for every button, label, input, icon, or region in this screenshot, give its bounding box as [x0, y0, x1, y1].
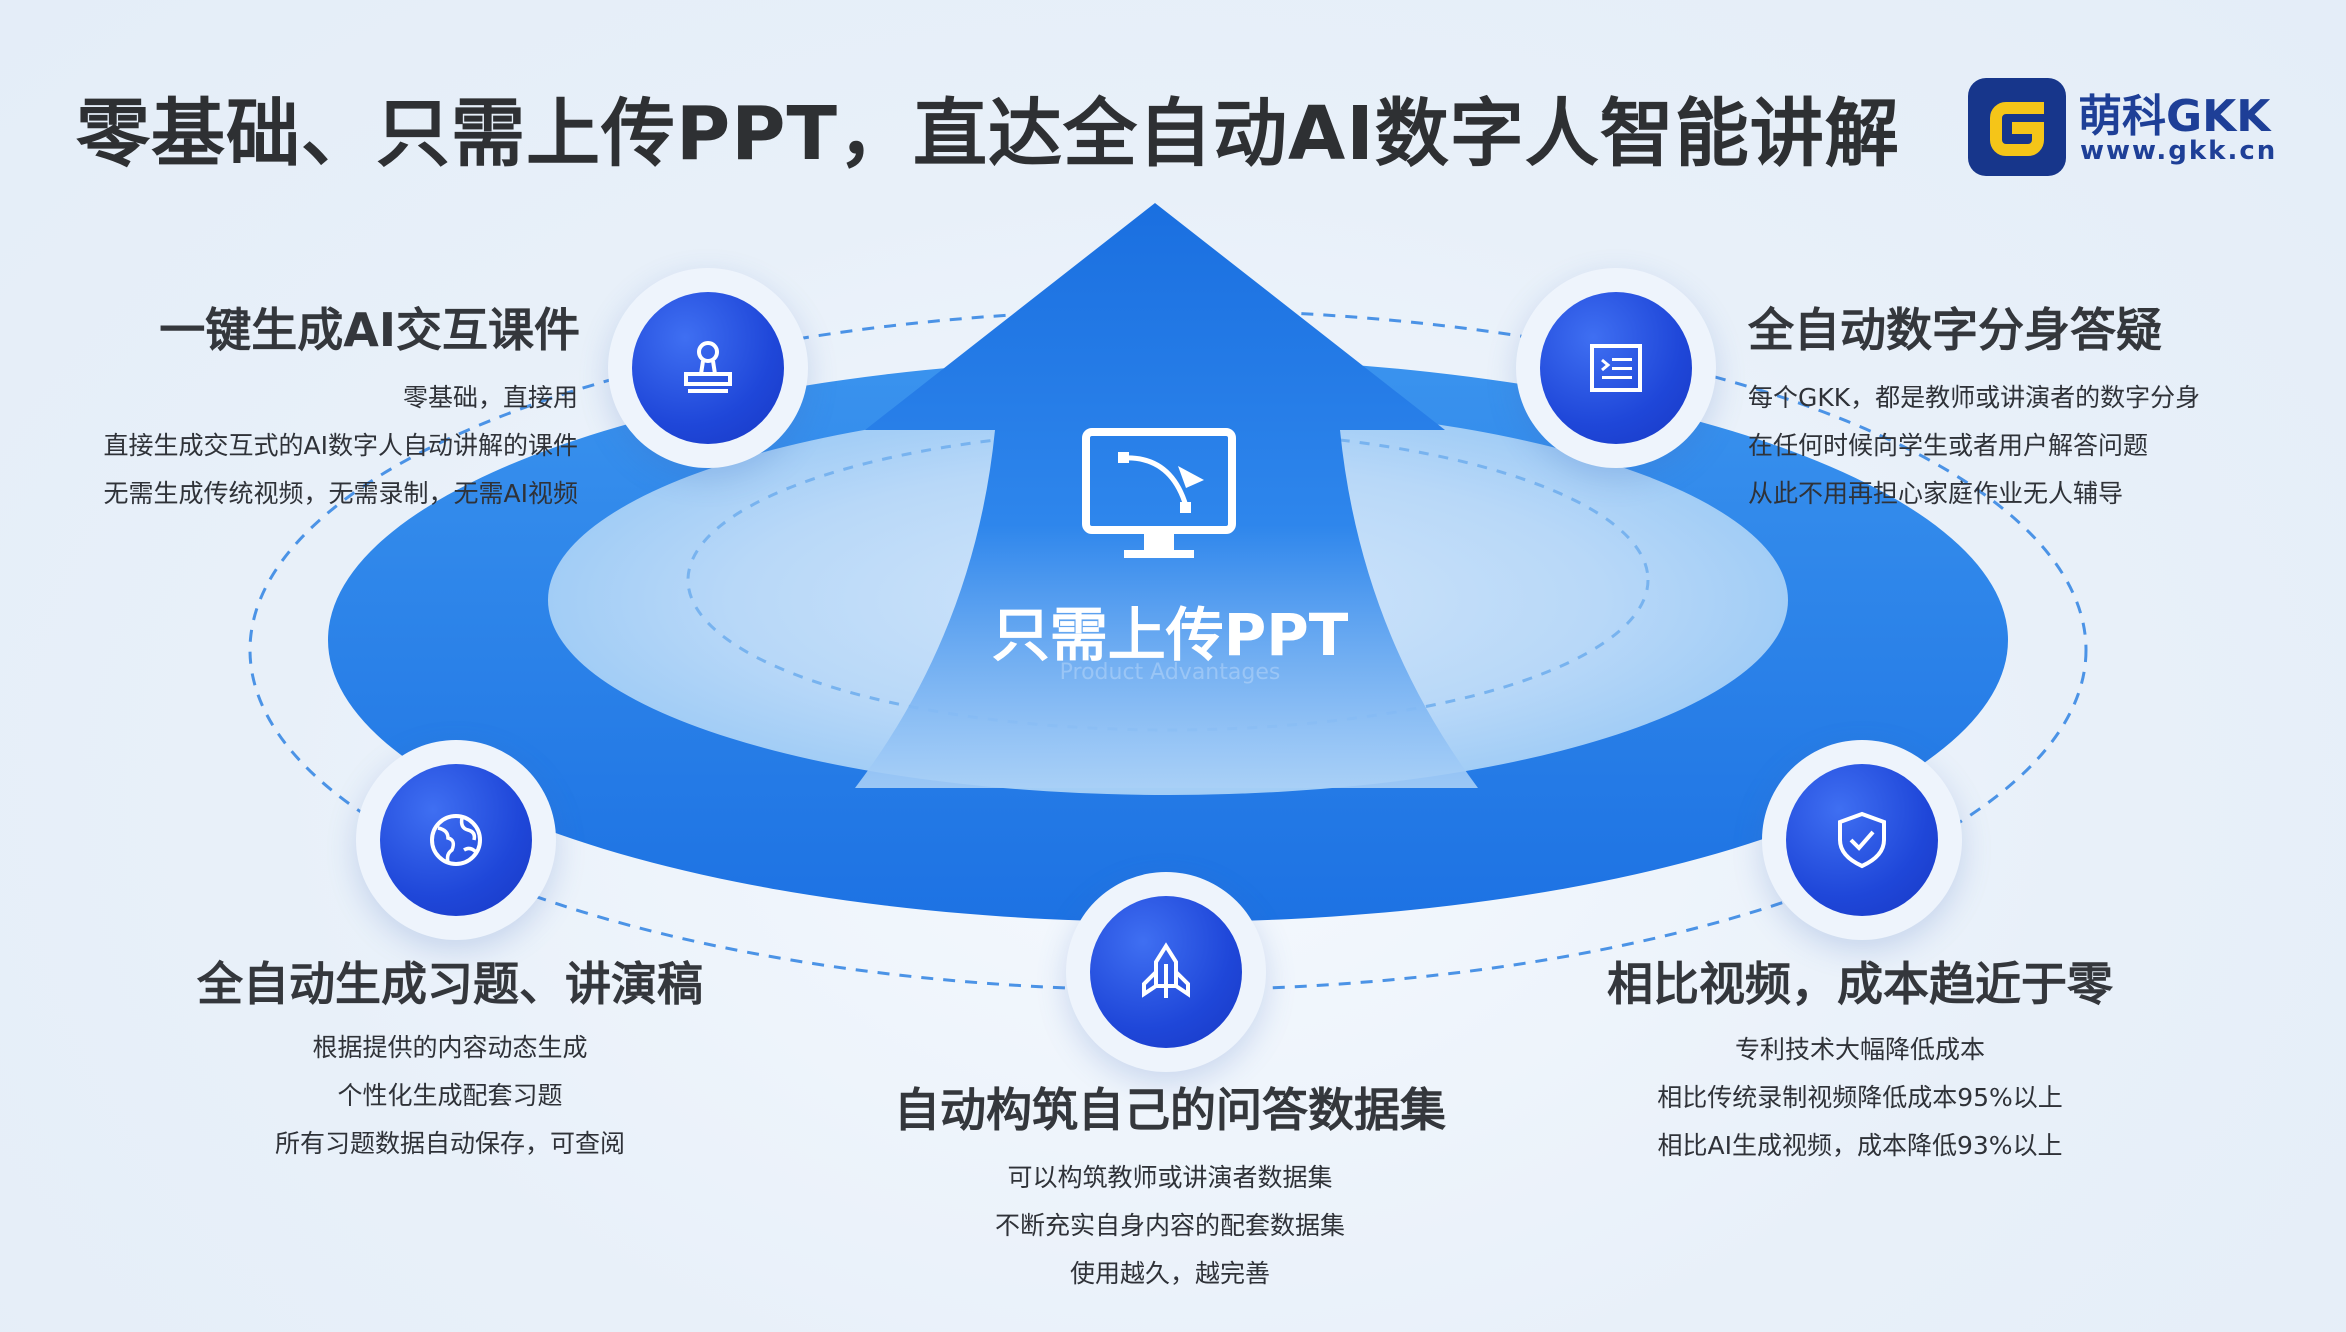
courseware-line-3: 无需生成传统视频，无需录制，无需AI视频: [103, 479, 578, 508]
cost-line-2: 相比传统录制视频降低成本95%以上: [1657, 1083, 2063, 1112]
logo-url: www.gkk.cn: [2080, 136, 2278, 166]
exercises-line-3: 所有习题数据自动保存，可查阅: [274, 1129, 625, 1158]
logo-name: 萌科GKK: [2078, 91, 2271, 142]
cost-title: 相比视频，成本趋近于零: [1607, 957, 2113, 1011]
stamp-icon: [684, 341, 732, 393]
avatar-line-1: 每个GKK，都是教师或讲演者的数字分身: [1748, 383, 2201, 412]
cost-line-1: 专利技术大幅降低成本: [1734, 1035, 1985, 1064]
exercises-title: 全自动生成习题、讲演稿: [197, 957, 703, 1011]
exercises-line-2: 个性化生成配套习题: [337, 1081, 563, 1110]
avatar-badge: [1516, 268, 1716, 468]
courseware-line-1: 零基础，直接用: [402, 383, 578, 412]
exercises-line-1: 根据提供的内容动态生成: [312, 1033, 588, 1062]
upload-arrow: [855, 203, 1478, 788]
presentation-monitor-icon: [1082, 428, 1236, 558]
logo-mark-icon: [1968, 78, 2066, 176]
terminal-window-icon: [1590, 344, 1642, 392]
dataset-line-3: 使用越久，越完善: [1069, 1259, 1270, 1288]
cost-line-3: 相比AI生成视频，成本降低93%以上: [1657, 1131, 2063, 1160]
rocket-icon: [1142, 942, 1190, 998]
dataset-badge: [1066, 872, 1266, 1072]
avatar-line-2: 在任何时候向学生或者用户解答问题: [1748, 431, 2149, 460]
dataset-line-1: 可以构筑教师或讲演者数据集: [1007, 1163, 1333, 1192]
courseware-title: 一键生成AI交互课件: [159, 303, 580, 357]
avatar-line-3: 从此不用再担心家庭作业无人辅导: [1748, 479, 2124, 508]
brand-logo[interactable]: 萌科GKK www.gkk.cn: [1968, 78, 2275, 178]
shield-check-icon: [1838, 811, 1886, 869]
exercises-badge: [356, 740, 556, 940]
center-label: 只需上传PPT: [991, 601, 1349, 669]
center-subtitle: Product Advantages: [1059, 660, 1281, 685]
globe-icon: [430, 814, 482, 866]
courseware-badge: [608, 268, 808, 468]
dataset-title: 自动构筑自己的问答数据集: [894, 1083, 1446, 1137]
page-title: 零基础、只需上传PPT，直达全自动AI数字人智能讲解: [76, 91, 1900, 177]
cost-badge: [1762, 740, 1962, 940]
dataset-line-2: 不断充实自身内容的配套数据集: [994, 1211, 1345, 1240]
avatar-title: 全自动数字分身答疑: [1748, 303, 2162, 357]
courseware-line-2: 直接生成交互式的AI数字人自动讲解的课件: [103, 431, 578, 460]
